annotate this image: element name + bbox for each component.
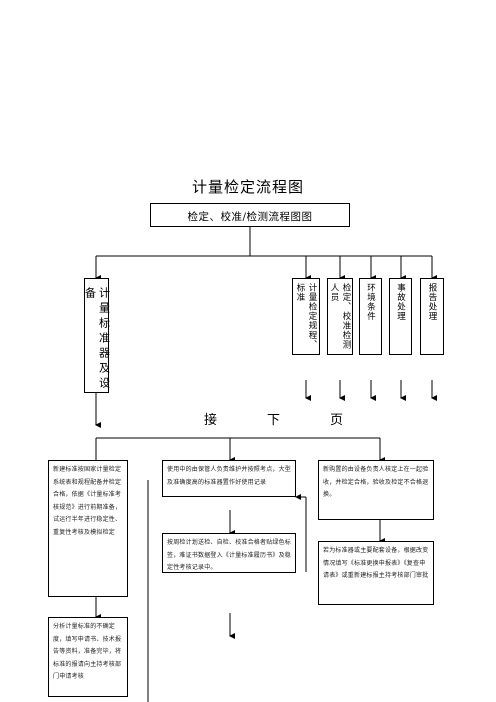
continue-next-text: 接 bbox=[204, 413, 218, 428]
regulation-standard-box: 计量检定规程、标准 bbox=[292, 278, 320, 355]
report-handling-label: 报告处理 bbox=[427, 283, 437, 321]
new-standard-box: 新建标准按国家计量检定系统表和规程配备并检定合格，依据《计量标准考核规范》进行前… bbox=[48, 460, 128, 597]
measurement-standard-label: 计量标准器及设备 bbox=[83, 287, 111, 392]
regulation-standard-label: 计量检定规程、标准 bbox=[295, 283, 317, 350]
report-handling-box: 报告处理 bbox=[420, 278, 444, 355]
continue-next-text: 页 bbox=[330, 413, 344, 428]
top-process-label: 检定、校准/检测流程图图 bbox=[187, 211, 313, 223]
replacement-review-box: 若为标准器或主要配套设备，根据改变情况填写《标准更换申报表》《复查申请表》或重新… bbox=[318, 541, 434, 605]
new-purchase-text: 新购置的由设备负责人核定上在一起验收，并检定合格，验收及检定不合格退换。 bbox=[323, 466, 429, 498]
inspection-staff-label: 检定、校准检测人员 bbox=[329, 283, 351, 350]
environment-condition-box: 环境条件 bbox=[359, 278, 382, 355]
accident-handling-box: 事故处理 bbox=[389, 278, 412, 355]
uncertainty-analysis-box: 分析计量标准的不确定度，填写申请书、技术报告等资料，准备完毕，将标准的报请向主持… bbox=[48, 617, 128, 697]
periodic-calibration-box: 按周检计划送检、自检、校准合格者贴绿色标签，难证书数据登入《计量标准履历书》及稳… bbox=[162, 533, 296, 573]
environment-condition-label: 环境条件 bbox=[365, 283, 376, 321]
periodic-calibration-text: 按周检计划送检、自检、校准合格者贴绿色标签，难证书数据登入《计量标准履历书》及稳… bbox=[167, 539, 292, 571]
new-purchase-box: 新购置的由设备负责人核定上在一起验收，并检定合格，验收及检定不合格退换。 bbox=[318, 460, 434, 520]
continue-next-text: 下 bbox=[267, 413, 281, 428]
page-title: 计量检定流程图 bbox=[191, 178, 304, 196]
in-use-maintenance-text: 使用中的由保管人负责维护并按照考点，大型及准确度高的标准器置作好使用记录 bbox=[167, 466, 292, 486]
uncertainty-analysis-text: 分析计量标准的不确定度，填写申请书、技术报告等资料，准备完毕，将标准的报请向主持… bbox=[53, 623, 122, 680]
in-use-maintenance-box: 使用中的由保管人负责维护并按照考点，大型及准确度高的标准器置作好使用记录 bbox=[162, 460, 296, 497]
top-process-box: 检定、校准/检测流程图图 bbox=[150, 203, 350, 227]
inspection-staff-box: 检定、校准检测人员 bbox=[327, 278, 353, 355]
new-standard-text: 新建标准按国家计量检定系统表和规程配备并检定合格，依据《计量标准考核规范》进行前… bbox=[53, 466, 122, 536]
accident-handling-label: 事故处理 bbox=[395, 283, 406, 321]
replacement-review-text: 若为标准器或主要配套设备，根据改变情况填写《标准更换申报表》《复查申请表》或重新… bbox=[323, 547, 429, 579]
measurement-standard-box: 计量标准器及设备 bbox=[83, 278, 111, 393]
